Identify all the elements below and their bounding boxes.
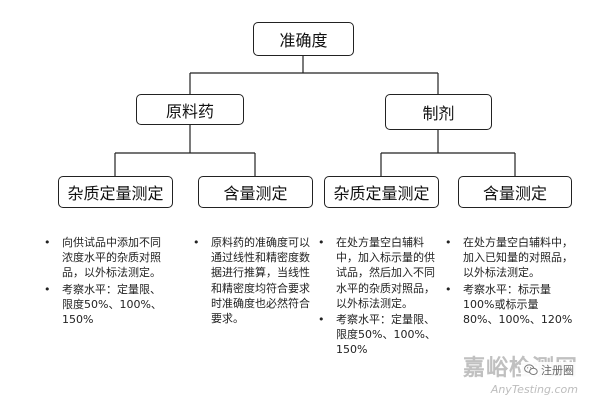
wechat-icon: [524, 364, 538, 375]
root-node-label: 准确度: [279, 31, 328, 50]
watermark-badge-text: 注册圈: [540, 364, 574, 377]
node-label: 杂质定量测定: [333, 184, 430, 203]
note-item: 向供试品中添加不同浓度水平的杂质对照品，以外标法测定。: [44, 235, 170, 281]
root-node-accuracy: 准确度: [253, 22, 354, 56]
node-formulation: 制剂: [385, 94, 492, 130]
node-formulation-label: 制剂: [422, 104, 455, 123]
node-label: 含量测定: [482, 184, 547, 203]
node-api-label: 原料药: [165, 101, 214, 121]
note-item: 在处方量空白辅料中，加入已知量的对照品，以外标法测定。: [445, 235, 573, 281]
note-item: 原料药的准确度可以通过线性和精密度数据进行推算，当线性和精密度均符合要求时准确度…: [193, 235, 315, 326]
notes-api-impurity: 向供试品中添加不同浓度水平的杂质对照品，以外标法测定。 考察水平：定量限、限度5…: [44, 235, 170, 328]
watermark-url: AnyTesting.com: [490, 383, 578, 396]
watermark: 嘉峪检测网 注册圈 AnyTesting.com: [463, 350, 578, 396]
node-formulation-assay: 含量测定: [458, 176, 572, 208]
watermark-badge: 注册圈: [520, 362, 577, 378]
notes-api-assay: 原料药的准确度可以通过线性和精密度数据进行推算，当线性和精密度均符合要求时准确度…: [193, 235, 315, 327]
watermark-logo: 嘉峪检测网 注册圈: [463, 350, 578, 382]
note-item: 考察水平：标示量100%或标示量80%、100%、120%: [445, 282, 573, 328]
notes-formulation-assay: 在处方量空白辅料中，加入已知量的对照品，以外标法测定。 考察水平：标示量100%…: [445, 235, 573, 328]
node-api-impurity-quantitation: 杂质定量测定: [58, 176, 173, 208]
node-api: 原料药: [136, 94, 244, 125]
note-item: 在处方量空白辅料中，加入标示量的供试品，然后加入不同水平的杂质对照品，以外标法测…: [318, 235, 436, 311]
node-label: 杂质定量测定: [67, 184, 164, 203]
node-api-assay: 含量测定: [198, 176, 313, 208]
node-formulation-impurity-quantitation: 杂质定量测定: [324, 176, 439, 208]
note-item: 考察水平：定量限、限度50%、100%、150%: [44, 282, 170, 328]
note-item: 考察水平：定量限、限度50%、100%、150%: [318, 312, 436, 358]
node-label: 含量测定: [223, 184, 288, 203]
notes-formulation-impurity: 在处方量空白辅料中，加入标示量的供试品，然后加入不同水平的杂质对照品，以外标法测…: [318, 235, 436, 359]
